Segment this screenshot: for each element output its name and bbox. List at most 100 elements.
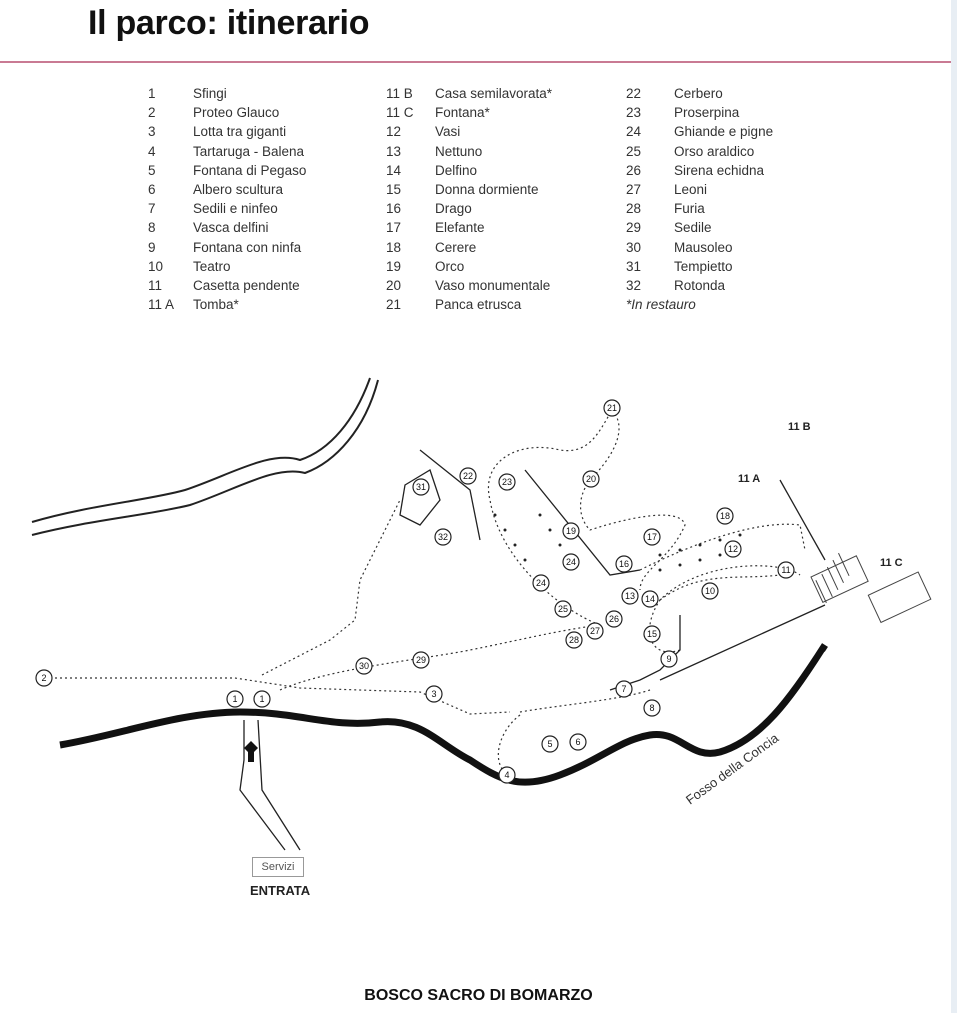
map-marker-9: 9: [660, 650, 678, 668]
marker-number: 29: [416, 655, 426, 665]
legend-name: Casetta pendente: [193, 278, 300, 294]
area-label-11a: 11 A: [738, 473, 760, 485]
legend-item: 7 Sedili e ninfeo: [148, 199, 306, 218]
marker-number: 4: [504, 770, 509, 780]
legend-number: 7: [148, 201, 156, 217]
map-marker-8: 8: [643, 699, 661, 717]
marker-circle: [716, 507, 734, 525]
marker-circle: [562, 522, 580, 540]
marker-circle: [615, 680, 633, 698]
legend-number: 29: [626, 220, 642, 236]
legend-number: 28: [626, 201, 642, 217]
legend-number: 14: [386, 162, 402, 178]
marker-circle: [498, 473, 516, 491]
legend-name: Fontana*: [435, 105, 490, 121]
legend-number: 19: [386, 258, 402, 274]
map-marker-19: 19: [562, 522, 580, 540]
legend-item: 19 Orco: [386, 257, 552, 276]
legend-number: 13: [386, 143, 402, 159]
area-label-11b: 11 B: [788, 421, 811, 433]
map-marker-2: 2: [35, 669, 53, 687]
map-marker-3: 3: [425, 685, 443, 703]
legend-number: 15: [386, 182, 402, 198]
marker-circle: [412, 651, 430, 669]
legend-item: 9 Fontana con ninfa: [148, 238, 306, 257]
legend-number: 17: [386, 220, 402, 236]
map-marker-15: 15: [643, 625, 661, 643]
marker-circle: [562, 553, 580, 571]
marker-number: 28: [569, 635, 579, 645]
legend-item: 30 Mausoleo: [626, 238, 773, 257]
legend-name: Cerbero: [674, 86, 723, 101]
legend-number: 1: [148, 86, 156, 101]
map-marker-32: 32: [434, 528, 452, 546]
map-marker-31: 31: [412, 478, 430, 496]
map-marker-23: 23: [498, 473, 516, 491]
map-marker-21: 21: [603, 399, 621, 417]
map-marker-22: 22: [459, 467, 477, 485]
map-marker-10: 10: [701, 582, 719, 600]
marker-number: 12: [728, 544, 738, 554]
entrance-label: ENTRATA: [250, 883, 311, 898]
marker-number: 27: [590, 626, 600, 636]
marker-circle: [701, 582, 719, 600]
marker-circle: [582, 470, 600, 488]
map-marker-6: 6: [569, 733, 587, 751]
legend-name: Fontana con ninfa: [193, 239, 302, 255]
entrance-arrow-icon: [244, 741, 258, 762]
legend-number: 30: [626, 239, 642, 255]
legend-name: Tomba*: [193, 297, 239, 313]
marker-circle: [565, 631, 583, 649]
marker-number: 2: [41, 673, 46, 683]
page-edge: [951, 0, 957, 1013]
legend-name: Fontana di Pegaso: [193, 162, 307, 178]
map-marker-1: 1: [226, 690, 244, 708]
legend-name: Mausoleo: [674, 239, 733, 255]
legend-name: Sedili e ninfeo: [193, 201, 278, 217]
map-marker-27: 27: [586, 622, 604, 640]
legend-name: Albero scultura: [193, 182, 284, 198]
legend-number: 4: [148, 143, 156, 159]
marker-number: 18: [720, 511, 730, 521]
marker-number: 7: [621, 684, 626, 694]
marker-number: 6: [575, 737, 580, 747]
legend-number: 32: [626, 278, 642, 294]
marker-circle: [586, 622, 604, 640]
legend-number: 25: [626, 143, 642, 159]
legend-name: Leoni: [674, 182, 708, 198]
marker-circle: [643, 699, 661, 717]
legend-name: Teatro: [193, 258, 231, 274]
legend-number: 9: [148, 239, 156, 255]
legend-name: Orco: [435, 258, 465, 274]
river-label: Fosso della Concia: [683, 730, 782, 808]
map-marker-13: 13: [621, 587, 639, 605]
marker-number: 32: [438, 532, 448, 542]
marker-number: 13: [625, 591, 635, 601]
marker-circle: [355, 657, 373, 675]
marker-circle: [459, 467, 477, 485]
legend-note: *In restauro: [626, 297, 696, 313]
marker-circle: [569, 733, 587, 751]
river-fosso-della-concia: [59, 643, 828, 786]
marker-number: 10: [705, 586, 715, 596]
map-marker-28: 28: [565, 631, 583, 649]
map-marker-1: 1: [253, 690, 271, 708]
legend-name: Delfino: [435, 162, 478, 178]
legend-number: 24: [626, 124, 642, 140]
marker-circle: [498, 766, 516, 784]
marker-number: 3: [431, 689, 436, 699]
